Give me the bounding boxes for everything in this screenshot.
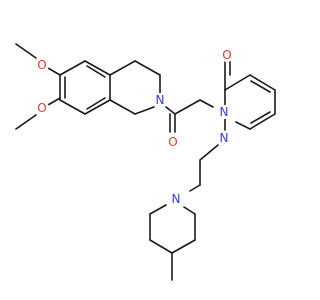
bond-c3-c2-inner bbox=[250, 111, 271, 124]
bond-pip-c5-n bbox=[183, 206, 196, 215]
bond-n-carbonyl bbox=[165, 106, 176, 115]
atom-o-pyridazinone: O bbox=[222, 48, 231, 62]
bond-ar-bc bbox=[84, 60, 111, 76]
bond-pip-c2-c3 bbox=[149, 239, 173, 254]
atom-n-pyridazinone-1: N bbox=[220, 105, 229, 119]
atom-n-pyridazinone-2: N bbox=[220, 131, 229, 145]
bond-n-ch2-bottom bbox=[134, 106, 155, 115]
bonds bbox=[15, 43, 276, 281]
bond-c5-c4 bbox=[249, 74, 276, 91]
bond-ar-ab bbox=[59, 60, 86, 76]
bond-c6-c5 bbox=[224, 74, 251, 91]
bond-c2-n2 bbox=[235, 121, 251, 130]
bond-c3-c2 bbox=[249, 113, 276, 130]
bond-methyl-o-top bbox=[15, 43, 37, 59]
bond-pip-c3-c4 bbox=[171, 239, 196, 254]
atom-o-amide: O bbox=[168, 135, 177, 149]
atom-n-isoquinoline: N bbox=[156, 93, 165, 107]
atom-labels: O O N O O N N N bbox=[35, 48, 234, 206]
bond-carbonyl-ch2 bbox=[174, 99, 201, 115]
atom-o-methoxy-top: O bbox=[37, 58, 46, 72]
bond-ch2-n-pyridazinone bbox=[199, 99, 214, 108]
bond-ar-de bbox=[84, 99, 111, 115]
bond-pip-n-c1 bbox=[149, 204, 167, 215]
bond-methyl-o-bottom bbox=[15, 114, 37, 130]
bond-o-top-ring bbox=[47, 67, 61, 76]
bond-ar-inner-1 bbox=[86, 65, 106, 78]
atom-n-piperidine: N bbox=[172, 192, 181, 206]
chemical-structure: O O N O O N N N bbox=[15, 43, 276, 281]
bond-ar-ef bbox=[59, 99, 86, 115]
bond-ch2-ch2 bbox=[134, 60, 161, 76]
bond-o-bottom-ring bbox=[47, 97, 61, 106]
bond-c-lower-n-pip bbox=[189, 184, 201, 192]
bond-n2-c-lower bbox=[199, 144, 219, 161]
bond-ch2-ring bbox=[109, 99, 136, 115]
bond-c-ch2-top bbox=[109, 60, 136, 76]
atom-o-methoxy-bottom: O bbox=[37, 101, 46, 115]
bond-c5-c4-inner bbox=[250, 80, 271, 93]
bond-ar-inner-2 bbox=[86, 97, 106, 110]
